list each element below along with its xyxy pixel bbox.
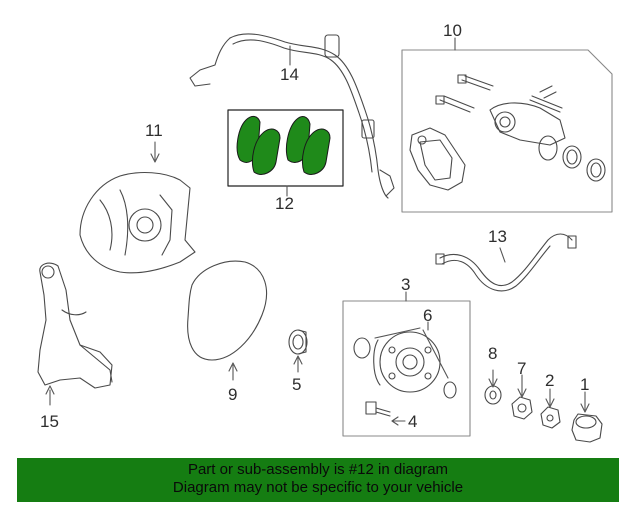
caliper-assembly [401,37,613,213]
hub-nut [511,374,533,420]
abs-sensor-harness [189,33,395,199]
banner-line-2: Diagram may not be specific to your vehi… [172,479,464,496]
steering-knuckle [37,262,113,406]
seal [288,329,308,373]
brake-pad-set [227,109,344,197]
callout-13: 13 [488,227,507,246]
callout-9: 9 [228,385,238,404]
callout-12: 12 [275,194,294,213]
o-ring [187,260,268,381]
callout-8: 8 [488,344,498,363]
callout-14: 14 [280,65,299,84]
callout-10: 10 [443,21,462,40]
lock-nut [540,388,561,429]
callout-5: 5 [292,375,302,394]
dust-shield [79,141,196,274]
callout-11: 11 [145,121,163,140]
brake-hose [435,233,577,292]
grease-cap [571,391,603,443]
info-banner: Part or sub-assembly is #12 in diagram D… [17,458,619,502]
callout-1: 1 [580,375,590,394]
callout-15: 15 [40,412,59,431]
callout-6: 6 [423,306,433,325]
hub-bearing-assembly [342,291,471,437]
washer [484,369,502,405]
banner-line-1: Part or sub-assembly is #12 in diagram [187,461,449,478]
callout-4: 4 [408,412,418,431]
callout-2: 2 [545,371,555,390]
callout-7: 7 [517,359,527,378]
callout-3: 3 [401,275,411,294]
